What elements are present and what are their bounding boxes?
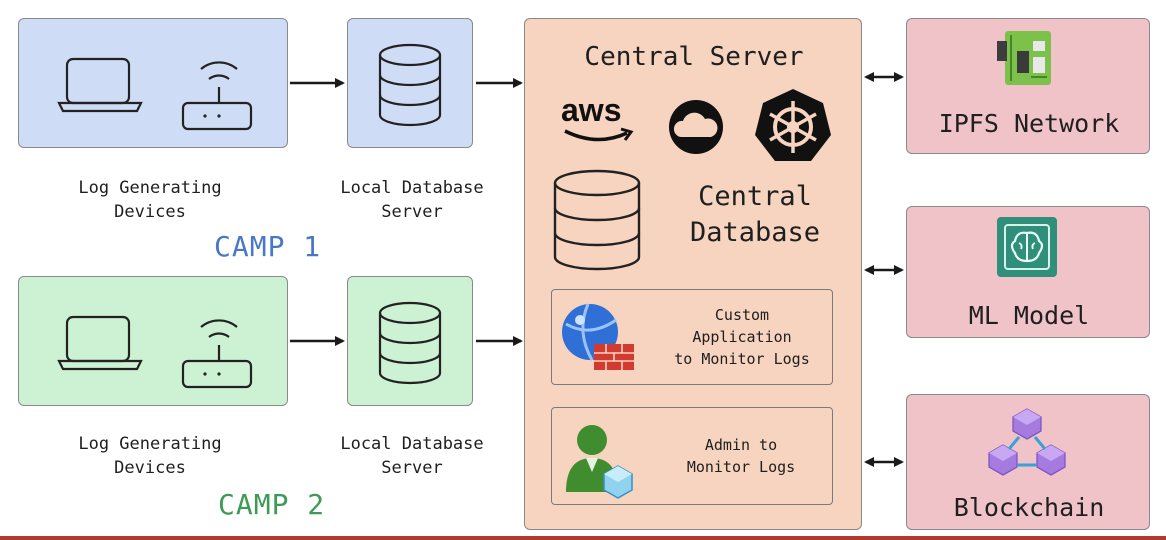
camp2-db-label: Local Database Server: [340, 434, 484, 478]
admin-label: Admin to Monitor Logs: [686, 436, 796, 476]
circuit-board-icon: [997, 31, 1051, 85]
router-icon: [181, 61, 253, 131]
blockchain-label: Blockchain: [953, 493, 1105, 522]
footer-bar: [0, 536, 1166, 540]
camp2-devices-box: [18, 276, 288, 406]
central-server-title: Central Server: [584, 42, 804, 72]
camp1-devices-box: [18, 18, 288, 148]
ml-model-label: ML Model: [968, 301, 1090, 330]
brain-chip-icon: [997, 217, 1057, 277]
camp1-db-label: Local Database Server: [340, 178, 484, 222]
camp1-title: CAMP 1: [214, 230, 322, 263]
database-icon: [378, 301, 442, 385]
blockchain-cubes-icon: [988, 408, 1066, 476]
central-server-box: Central Server aws Central Database: [524, 18, 862, 530]
aws-logo: aws: [561, 93, 641, 153]
database-icon: [378, 43, 442, 127]
custom-app-label: Custom Application to Monitor Logs: [674, 306, 810, 368]
laptop-icon: [57, 315, 143, 371]
camp1-db-box: [347, 18, 473, 148]
camp2-devices-label: Log Generating Devices: [78, 434, 222, 478]
router-icon: [181, 319, 253, 389]
aws-logo-text: aws: [561, 92, 622, 128]
admin-user-icon: [566, 425, 633, 499]
camp2-db-box: [347, 276, 473, 406]
admin-box: Admin to Monitor Logs: [551, 407, 833, 505]
database-icon: [553, 169, 641, 271]
ml-model-box: ML Model: [906, 206, 1150, 338]
ipfs-network-label: IPFS Network: [938, 109, 1120, 138]
ipfs-network-box: IPFS Network: [906, 18, 1150, 154]
blockchain-box: Blockchain: [906, 394, 1150, 530]
camp2-title: CAMP 2: [218, 488, 326, 521]
laptop-icon: [57, 57, 143, 113]
central-database-label: Central Database: [689, 181, 821, 248]
cloud-icon: [669, 100, 723, 154]
custom-app-box: Custom Application to Monitor Logs: [551, 289, 833, 385]
aws-smile-icon: [564, 127, 634, 142]
camp1-devices-label: Log Generating Devices: [78, 178, 222, 222]
firewall-globe-icon: [562, 303, 634, 370]
kubernetes-icon: [755, 89, 831, 161]
